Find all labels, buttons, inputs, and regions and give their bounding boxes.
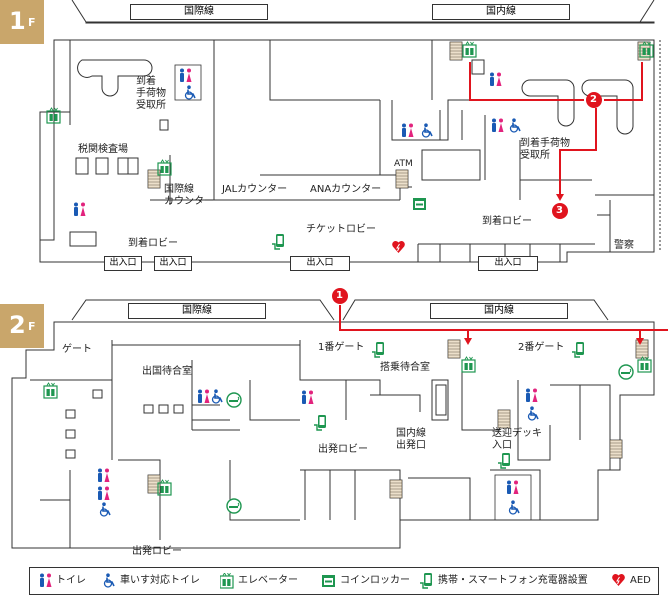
legend-wheelchair-label: 車いす対応トイレ (120, 575, 200, 586)
floor-1-number: 1 (9, 7, 26, 35)
wheelchair-icon (509, 117, 521, 133)
exit-label: 出入口 (104, 256, 142, 271)
exit-label: 出入口 (154, 256, 192, 271)
floor-2-toilet-right (494, 474, 532, 521)
toilet-icon (74, 202, 86, 216)
floor-1-walls (39, 0, 661, 263)
legend-phone-charger-label: 携帯・スマートフォン充電器設置 (438, 575, 588, 586)
arrival-lobby-left-label: 到着ロビー (128, 238, 178, 249)
toilet-icon (98, 486, 110, 500)
route-marker-2 (586, 92, 602, 108)
elevator-icon (461, 356, 476, 373)
elevator-icon (462, 41, 477, 58)
legend-aed: AED (611, 573, 656, 589)
toilet-icon (492, 118, 504, 132)
deck-entrance-label: 送迎デッキ 入口 (492, 428, 542, 451)
route-marker-2-label: 2 (590, 94, 597, 105)
toilet-icon (198, 389, 210, 403)
phone-charger-icon (419, 572, 433, 589)
ana-counter-label: ANAカウンター (310, 184, 382, 195)
departure-lobby-bottom-label: 出発ロビー (132, 546, 182, 557)
floor-2-domestic-plate: 国内線 (430, 303, 568, 319)
floor-2-badge: 2 F (0, 304, 44, 348)
toilet-icon (302, 390, 314, 404)
wheelchair-icon (421, 122, 433, 138)
phone-charger-icon (571, 341, 585, 358)
gate-label: ゲート (62, 344, 92, 355)
toilet-icon (490, 72, 502, 86)
toilet-icon (526, 388, 538, 402)
baggage-claim-left-label: 到着 手荷物 受取所 (136, 76, 166, 111)
ticket-lobby-label: チケットロビー (306, 224, 376, 235)
route-marker-1 (332, 288, 348, 304)
floor-2-international-plate: 国際線 (128, 303, 266, 319)
coin-locker-icon (413, 198, 426, 210)
floor-2-route (339, 305, 668, 340)
floor-1-toilet-baggage-left (174, 64, 202, 101)
domestic-departure-label: 国内線 出発口 (396, 428, 426, 451)
jal-counter-label: JALカウンター (222, 184, 288, 195)
exit-label: 出入口 (290, 256, 350, 271)
toilet-icon (40, 573, 52, 587)
legend-aed-label: AED (630, 575, 651, 586)
boarding-waiting-label: 搭乗待合室 (380, 362, 430, 373)
toilet-icon (402, 123, 414, 137)
phone-charger-icon (271, 233, 285, 250)
gate-2-label: 2番ゲート (518, 342, 565, 353)
elevator-icon (219, 572, 234, 589)
smoking-area-icon (226, 392, 242, 408)
wheelchair-icon (103, 572, 115, 588)
escalator-icon (449, 41, 463, 61)
floor-2-number: 2 (9, 311, 26, 339)
floor-2-walls (11, 299, 655, 549)
aed-icon (391, 240, 406, 254)
exit-label: 出入口 (478, 256, 538, 271)
smoking-area-icon (226, 498, 242, 514)
intl-counter-label: 国際線 カウンター (164, 184, 214, 207)
elevator-icon (43, 382, 58, 399)
legend-elevator: エレベーター (219, 572, 320, 589)
route-marker-3-label: 3 (556, 205, 563, 216)
phone-charger-icon (313, 414, 327, 431)
legend-toilet-label: トイレ (56, 575, 86, 586)
route-marker-1-label: 1 (336, 290, 343, 301)
police-label: 警察 (614, 240, 634, 251)
map-legend: トイレ 車いす対応トイレ エレベーター コインロッカー 携帯・スマートフォン充電… (29, 567, 659, 595)
wheelchair-icon (211, 388, 223, 404)
aed-icon (611, 573, 626, 587)
floor-2-route-arrows (464, 338, 644, 345)
legend-coin-locker: コインロッカー (322, 573, 422, 589)
gate-1-label: 1番ゲート (318, 342, 365, 353)
legend-wheelchair: 車いす対応トイレ (102, 572, 242, 589)
legend-elevator-label: エレベーター (238, 575, 298, 586)
baggage-claim-right-label: 到着手荷物 受取所 (520, 138, 570, 161)
arrival-lobby-right-label: 到着ロビー (482, 216, 532, 227)
floor-1-badge: 1 F (0, 0, 44, 44)
elevator-icon (637, 356, 652, 373)
departure-waiting-label: 出国待合室 (142, 366, 192, 377)
floor-1-international-plate: 国際線 (130, 4, 268, 20)
customs-label: 税関検査場 (78, 144, 128, 155)
atm-label: ATM (394, 159, 413, 169)
route-marker-3 (552, 203, 568, 219)
wheelchair-icon (527, 405, 539, 421)
floor-2-suffix: F (28, 320, 36, 333)
floor-1-route (469, 62, 643, 195)
legend-toilet: トイレ (38, 573, 110, 589)
smoking-area-icon (618, 364, 634, 380)
phone-charger-icon (497, 452, 511, 469)
floor-1-domestic-plate: 国内線 (432, 4, 570, 20)
legend-coin-locker-label: コインロッカー (340, 575, 410, 586)
coin-locker-icon (322, 575, 335, 587)
toilet-icon (98, 468, 110, 482)
wheelchair-icon (99, 501, 111, 517)
departure-lobby-mid-label: 出発ロビー (318, 444, 368, 455)
escalator-icon (395, 169, 409, 189)
floor-1-suffix: F (28, 16, 36, 29)
phone-charger-icon (371, 341, 385, 358)
legend-phone-charger: 携帯・スマートフォン充電器設置 (419, 572, 610, 589)
